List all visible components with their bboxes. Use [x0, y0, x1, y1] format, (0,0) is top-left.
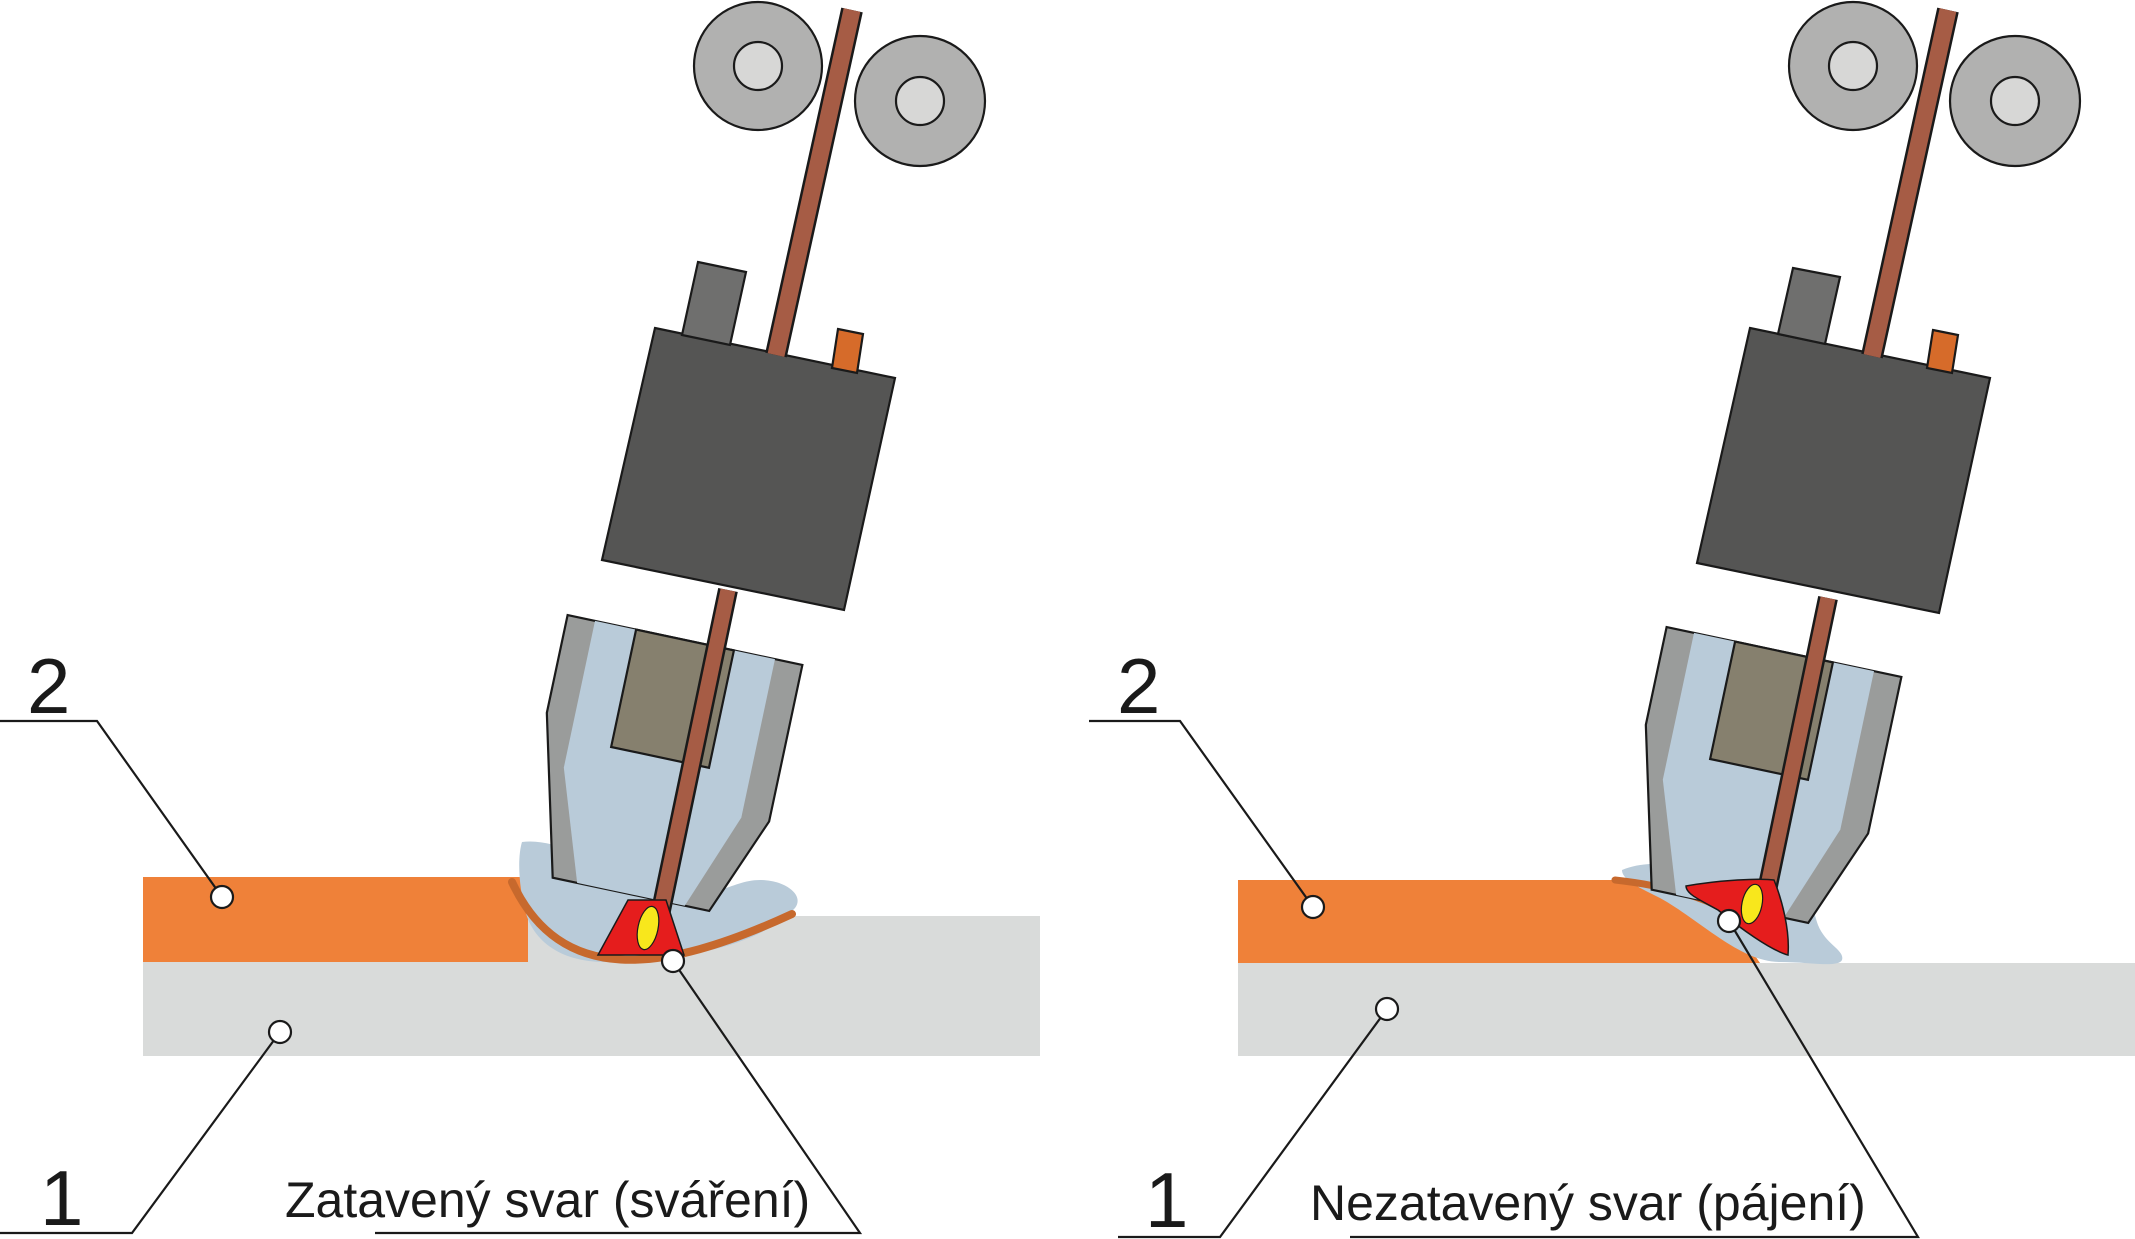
left-torch	[545, 613, 804, 913]
left-label-1: 1	[40, 1154, 83, 1239]
left-arc-core	[636, 905, 660, 951]
right-torch-body	[1695, 326, 1992, 615]
left-leader-weld	[375, 960, 863, 1235]
left-caption: Zatavený svar (sváření)	[285, 1172, 810, 1228]
left-roller-1-hub	[732, 40, 784, 92]
right-cable-stub	[1776, 266, 1842, 346]
right-roller-1-hub	[1827, 40, 1879, 92]
right-torch	[1644, 625, 1903, 925]
left-marker-2	[209, 884, 235, 910]
right-marker-weld	[1716, 908, 1742, 934]
left-marker-weld	[660, 948, 686, 974]
right-base-plate	[1238, 963, 2135, 1056]
left-marker-1	[267, 1019, 293, 1045]
right-marker-2	[1300, 894, 1326, 920]
left-weld-bead	[508, 878, 796, 964]
left-top-plate	[143, 877, 528, 962]
right-small-pin	[1925, 328, 1960, 375]
right-leader-1	[1118, 1008, 1388, 1239]
right-label-2: 2	[1117, 642, 1160, 730]
right-panel: 2 1 Nezatavený svar (pájení)	[1089, 0, 2135, 1239]
left-roller-2-hub	[894, 75, 946, 127]
left-panel: 2 1 Zatavený svar (sváření)	[0, 0, 1040, 1239]
right-top-plate	[1238, 880, 1623, 963]
right-top-plate-joint	[1617, 880, 1760, 963]
right-leader-weld	[1350, 920, 1920, 1239]
right-arc-core	[1740, 883, 1764, 925]
right-leader-2	[1089, 719, 1314, 908]
left-leader-1	[0, 1031, 281, 1235]
left-torch-body	[600, 326, 897, 612]
right-roller-2-hub	[1989, 75, 2041, 127]
left-cable-stub	[680, 260, 748, 347]
left-leader-2	[0, 719, 223, 898]
left-label-2: 2	[27, 642, 70, 730]
left-small-pin	[830, 327, 865, 375]
right-caption: Nezatavený svar (pájení)	[1310, 1175, 1866, 1231]
right-marker-1	[1374, 996, 1400, 1022]
right-label-1: 1	[1145, 1156, 1188, 1239]
